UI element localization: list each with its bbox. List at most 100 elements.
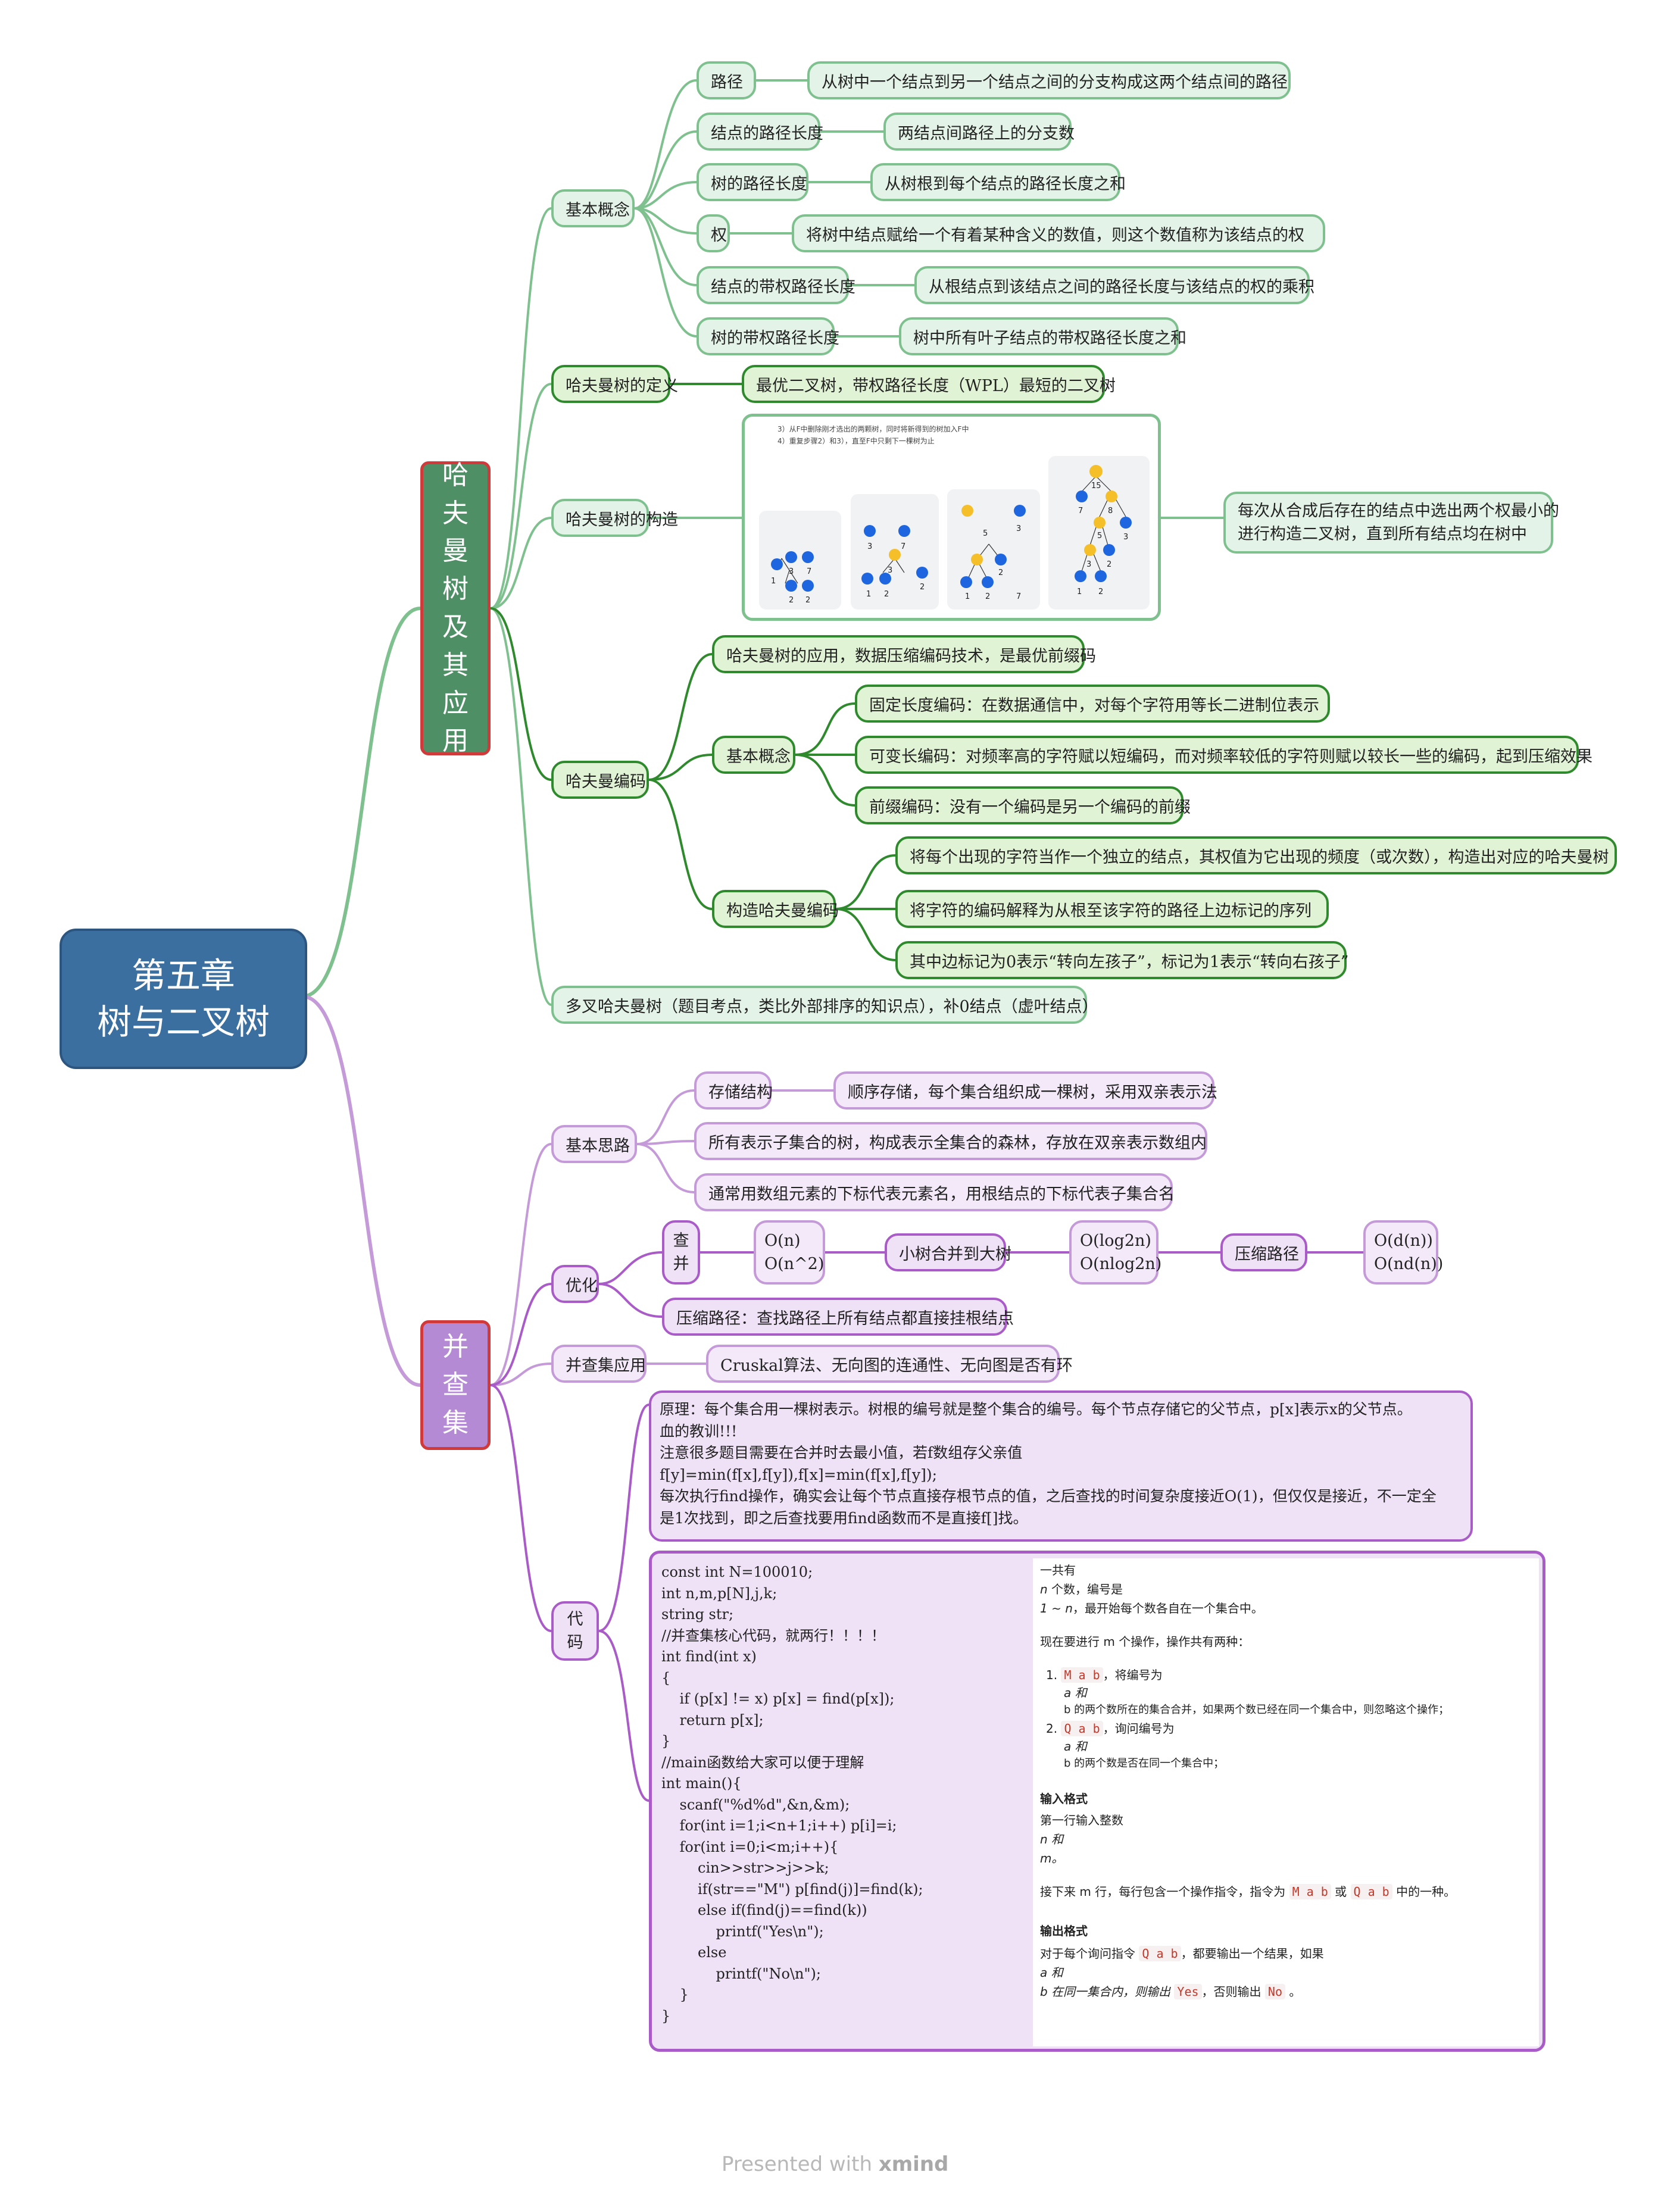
coding-concept-item[interactable]: 可变长编码：对频率高的字符赋以短编码，而对频率较低的字符则赋以较长一些的编码，起… [855,736,1592,774]
code-label-char: 代 [567,1610,583,1629]
construction-desc[interactable]: 每次从合成后存在的结点中选出两个权最小的 进行构造二叉树，直到所有结点均在树中 [1223,492,1559,554]
root-subtitle: 树与二叉树 [96,1002,270,1042]
concept-desc[interactable]: 从树中一个结点到另一个结点之间的分支构成这两个结点间的路径 [807,61,1291,99]
opt-path-compression-note[interactable]: 压缩路径：查找路径上所有结点都直接挂根结点 [662,1298,1014,1336]
complexity-find: O(log2n) [1080,1231,1151,1250]
topic-label: 哈夫曼编码 [566,772,646,791]
code-line: if(str=="M") p[find(j)]=find(k); [661,1880,923,1898]
topic-kary-huffman[interactable]: 多叉哈夫曼树（题目考点，类比外部排序的知识点），补0结点（虚叶结点） [551,986,1098,1024]
problem-text: ，将编号为 [1103,1668,1163,1682]
svg-text:2: 2 [1107,560,1111,569]
problem-text: b 在同一集合内，则输出 [1040,1985,1171,1999]
topic-dsu-optimization[interactable]: 优化 [551,1265,599,1303]
desc-label: 树中所有叶子结点的带权路径长度之和 [913,329,1186,348]
concept-term[interactable]: 权 [697,214,730,252]
principle-line: 是1次找到，即之后查找要用find函数而不是直接f[]找。 [660,1509,1028,1527]
dsu-basic-item[interactable]: 通常用数组元素的下标代表元素名，用根结点的下标代表子集合名 [694,1173,1175,1211]
principle-line: 每次执行find操作，确实会让每个节点直接存根节点的值，之后查找的时间复杂度接近… [660,1488,1437,1505]
code-line: return p[x]; [661,1711,764,1729]
problem-text: n 和 [1040,1832,1064,1846]
concept-desc[interactable]: 树中所有叶子结点的带权路径长度之和 [899,317,1186,355]
topic-label: 优化 [566,1276,598,1295]
topic-huffman-construction[interactable]: 哈夫曼树的构造 [551,499,678,537]
opt-path-compression[interactable]: 压缩路径 [1220,1233,1307,1271]
topic-huffman-coding[interactable]: 哈夫曼编码 [551,761,649,799]
code-line: //main函数给大家可以便于理解 [661,1754,864,1771]
opt-union-by-size[interactable]: 小树合并到大树 [885,1233,1011,1271]
svg-text:15: 15 [1091,482,1101,490]
desc-label: 通常用数组元素的下标代表元素名，用根结点的下标代表子集合名 [708,1185,1175,1204]
svg-text:8: 8 [1108,507,1113,515]
branch-dsu[interactable]: 并查集 [420,1320,491,1450]
desc-label: 将字符的编码解释为从根至该字符的路径上边标记的序列 [910,901,1311,920]
topic-dsu-code[interactable]: 代 码 [551,1601,599,1661]
desc-label: 两结点间路径上的分支数 [898,124,1075,143]
concept-desc[interactable]: 从树根到每个结点的路径长度之和 [870,163,1126,201]
problem-text: ，最开始每个数各自在一个集合中。 [1072,1601,1263,1615]
coding-application[interactable]: 哈夫曼树的应用，数据压缩编码技术，是最优前缀码 [712,635,1096,673]
code-chip: M a b [1061,1667,1103,1683]
svg-text:3: 3 [888,566,892,575]
svg-text:1: 1 [965,592,970,601]
problem-text: 一共有 [1040,1563,1076,1577]
opt-union-label: 并 [673,1255,689,1273]
dsu-storage-desc[interactable]: 顺序存储，每个集合组织成一棵树，采用双亲表示法 [833,1071,1217,1110]
dsu-basic-item[interactable]: 所有表示子集合的树，构成表示全集合的森林，存放在双亲表示数组内 [694,1122,1207,1160]
branch-huffman[interactable]: 哈夫曼树及其应用 [420,460,491,756]
complexity-naive[interactable]: O(n) O(n^2) [754,1220,825,1285]
image-caption: 3）从F中删除刚才选出的两颗树，同时将新得到的树加入F中 [777,425,969,433]
dsu-principle-note[interactable]: 原理：每个集合用一棵树表示。树根的编号就是整个集合的编号。每个节点存储它的父节点… [649,1390,1473,1542]
term-label: 树的带权路径长度 [711,329,839,348]
dsu-application-desc[interactable]: Cruskal算法、无向图的连通性、无向图是否有环 [706,1345,1073,1383]
svg-text:7: 7 [1016,592,1021,601]
problem-text: 接下来 m 行，每行包含一个操作指令，指令为 M a b 或 Q a b 中的一… [1040,1882,1456,1899]
concept-term[interactable]: 树的路径长度 [697,163,808,201]
concept-desc[interactable]: 两结点间路径上的分支数 [883,112,1075,151]
concept-term[interactable]: 结点的路径长度 [697,112,823,151]
svg-text:2: 2 [920,583,925,592]
topic-label: 哈夫曼树的定义 [566,376,678,395]
concept-desc[interactable]: 将树中结点赋给一个有着某种含义的数值，则这个数值称为该结点的权 [792,214,1325,252]
coding-construction[interactable]: 构造哈夫曼编码 [712,890,839,928]
complexity-path-compression[interactable]: O(d(n)) O(nd(n)) [1363,1220,1443,1285]
desc-label: 将树中结点赋给一个有着某种含义的数值，则这个数值称为该结点的权 [806,226,1304,245]
svg-text:7: 7 [901,542,905,551]
topic-dsu-basic[interactable]: 基本思路 [551,1125,637,1163]
coding-concept-item[interactable]: 前缀编码：没有一个编码是另一个编码的前缀 [855,786,1191,824]
dsu-code-block[interactable]: const int N=100010;int n,m,p[N],j,k;stri… [649,1551,1545,2052]
coding-concept-item[interactable]: 固定长度编码：在数据通信中，对每个字符用等长二进制位表示 [855,685,1330,723]
complexity-union-by-size[interactable]: O(log2n) O(nlog2n) [1069,1220,1161,1285]
concept-term[interactable]: 树的带权路径长度 [697,317,839,355]
code-line: else if(find(j)==find(k)) [661,1902,867,1918]
desc-label: 最优二叉树，带权路径长度（WPL）最短的二叉树 [756,376,1116,395]
dsu-storage[interactable]: 存储结构 [694,1071,773,1110]
concept-desc[interactable]: 从根结点到该结点之间的路径长度与该结点的权的乘积 [914,266,1314,304]
definition-desc[interactable]: 最优二叉树，带权路径长度（WPL）最短的二叉树 [742,365,1116,403]
code-line: int n,m,p[N],j,k; [661,1585,777,1602]
branch-title-char: 查 [442,1370,469,1401]
topic-huffman-definition[interactable]: 哈夫曼树的定义 [551,365,678,403]
coding-basic-concepts[interactable]: 基本概念 [712,736,795,774]
opt-find-union[interactable]: 查 并 [662,1220,700,1285]
root-topic[interactable]: 第五章 树与二叉树 [60,929,307,1069]
coding-construction-item[interactable]: 将字符的编码解释为从根至该字符的路径上边标记的序列 [895,890,1329,928]
concept-term[interactable]: 结点的带权路径长度 [697,266,855,304]
concept-term[interactable]: 路径 [697,61,756,99]
coding-construction-item[interactable]: 其中边标记为0表示“转向左孩子”，标记为1表示“转向右孩子” [895,941,1349,979]
problem-text: 或 [1335,1885,1347,1899]
problem-text: b 的两个数所在的集合合并，如果两个数已经在同一个集合中，则忽略这个操作； [1064,1704,1450,1716]
op-item: 1. M a b，将编号为 [1046,1665,1163,1683]
term-label: 结点的带权路径长度 [711,277,855,296]
problem-text: ，否则输出 [1201,1985,1261,1999]
coding-construction-item[interactable]: 将每个出现的字符当作一个独立的结点，其权值为它出现的频度（或次数），构造出对应的… [895,836,1617,874]
desc-label: 固定长度编码：在数据通信中，对每个字符用等长二进制位表示 [869,696,1319,715]
code-line: printf("Yes\n"); [661,1923,824,1940]
svg-text:2: 2 [884,590,889,599]
topic-basic-concepts[interactable]: 基本概念 [551,189,635,227]
topic-label: 构造哈夫曼编码 [726,901,839,920]
topic-dsu-application[interactable]: 并查集应用 [551,1345,647,1383]
image-caption: 4）重复步骤2）和3），直至F中只剩下一棵树为止 [777,437,935,445]
problem-text: m。 [1040,1851,1064,1865]
branch-title-char: 其 [442,649,469,680]
